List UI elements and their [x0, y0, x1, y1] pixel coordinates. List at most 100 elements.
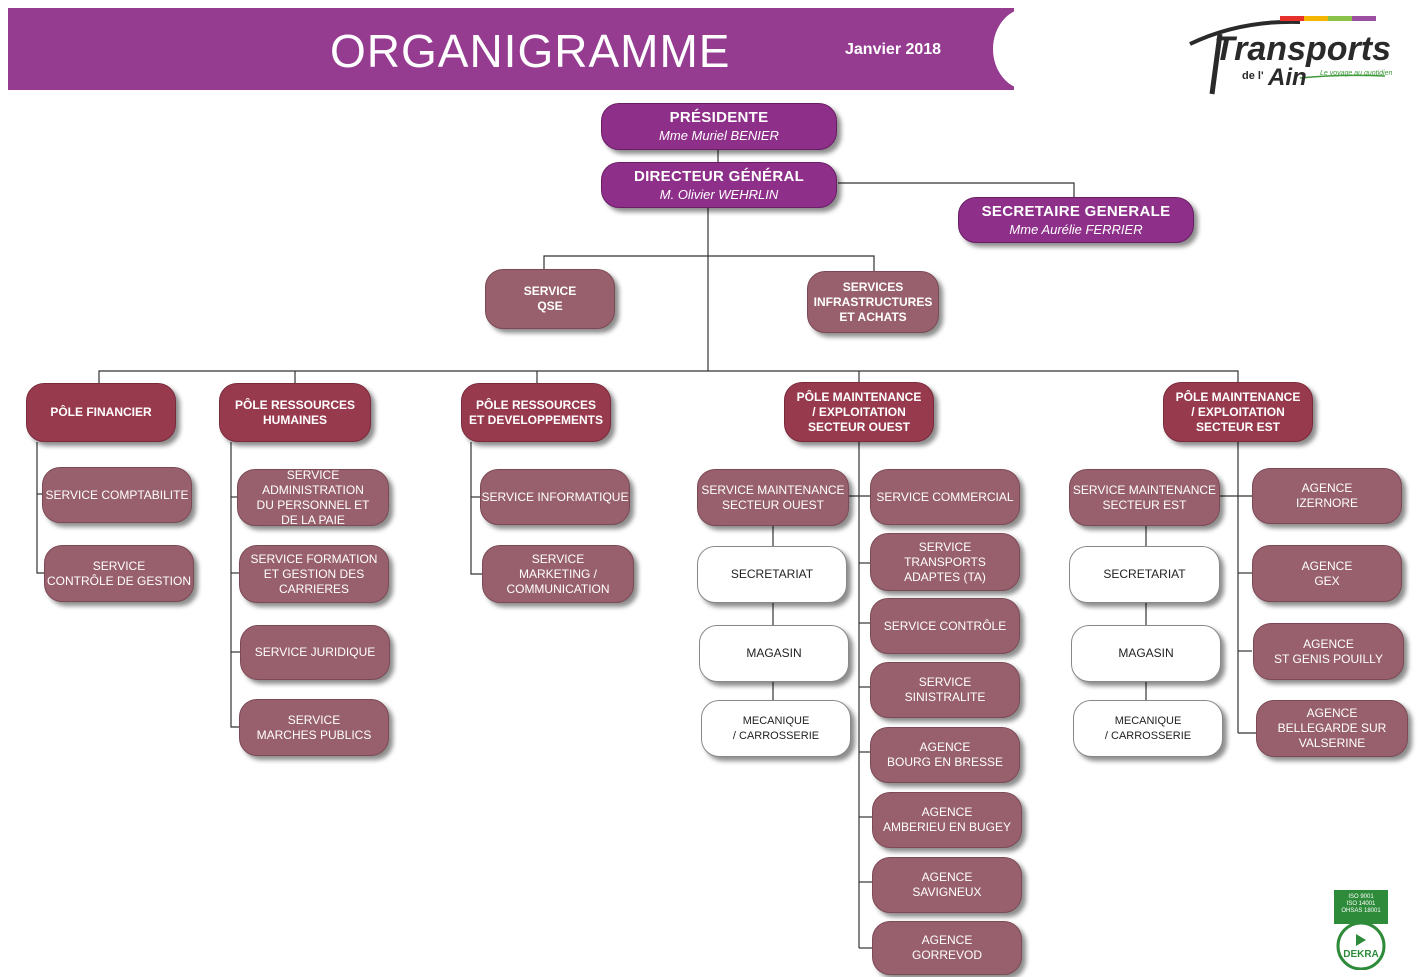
node-line: AGENCE	[1306, 706, 1358, 720]
node-line: MECANIQUE	[742, 714, 810, 727]
ouest-mecanique-box: MECANIQUE / CARROSSERIE	[701, 700, 851, 757]
cert-line-1: ISO 9001	[1348, 894, 1374, 900]
node-line: ADAPTES (TA)	[904, 569, 986, 584]
financier-item-box: SERVICE COMPTABILITE	[42, 467, 192, 523]
service-qse-box: SERVICE QSE	[485, 269, 615, 329]
est-agence-box: AGENCE GEX	[1252, 545, 1402, 602]
node-line: SECTEUR EST	[1195, 419, 1280, 434]
ouest-agence-box: AGENCE AMBERIEU EN BUGEY	[872, 792, 1022, 848]
node-line: SERVICE MAINTENANCE	[701, 482, 845, 497]
cert-line-2: ISO 14001	[1347, 901, 1376, 907]
president-title: PRÉSIDENTE	[669, 109, 769, 126]
est-agence-box: AGENCE BELLEGARDE SUR VALSERINE	[1256, 700, 1408, 757]
node-line: SERVICE ADMINISTRATION	[262, 467, 364, 497]
ouest-service-box: SERVICE COMMERCIAL	[870, 469, 1020, 525]
dev-item-box: SERVICE MARKETING / COMMUNICATION	[482, 545, 634, 603]
pole-rh-box: PÔLE RESSOURCES HUMAINES	[219, 383, 371, 442]
node-line: BOURG EN BRESSE	[886, 755, 1004, 769]
header-date: Janvier 2018	[845, 41, 942, 58]
node-line: SERVICE	[92, 558, 146, 573]
ouest-agence-box: AGENCE GORREVOD	[872, 921, 1022, 975]
node-line: TRANSPORTS	[904, 554, 986, 569]
node-line: SINISTRALITE	[904, 690, 986, 704]
node-line: PÔLE MAINTENANCE	[1175, 389, 1301, 404]
node-line: MARCHES PUBLICS	[256, 727, 372, 742]
node-line: SERVICE	[918, 675, 972, 689]
node-line: VALSERINE	[1298, 736, 1366, 750]
node-line: CARRIERES	[278, 581, 349, 596]
node-line: PÔLE RESSOURCES	[234, 397, 356, 412]
node-line: / CARROSSERIE	[1104, 729, 1192, 742]
node-line: AGENCE	[919, 740, 971, 754]
rh-item-box: SERVICE FORMATION ET GESTION DES CARRIER…	[239, 545, 389, 603]
secretary-box: SECRETAIRE GENERALE Mme Aurélie FERRIER	[958, 197, 1194, 243]
node-line: SERVICE CONTRÔLE	[883, 618, 1007, 633]
est-magasin-box: MAGASIN	[1071, 625, 1221, 682]
dekra-certification-icon: ISO 9001 ISO 14001 OHSAS 18001 DEKRA	[1334, 890, 1388, 970]
ouest-service-box: SERVICE TRANSPORTS ADAPTES (TA)	[870, 533, 1020, 591]
node-line: CONTRÔLE DE GESTION	[46, 573, 192, 588]
est-mecanique-box: MECANIQUE / CARROSSERIE	[1073, 700, 1223, 757]
node-line: QSE	[537, 299, 563, 313]
rh-item-box: SERVICE JURIDIQUE	[240, 625, 390, 680]
logo-tagline: Le voyage au quotidien	[1320, 70, 1393, 77]
node-line: SERVICE JURIDIQUE	[254, 645, 376, 659]
logo-main-text: Transports	[1214, 30, 1391, 68]
node-line: SERVICE MAINTENANCE	[1072, 482, 1217, 497]
node-line: / CARROSSERIE	[732, 729, 820, 742]
node-line: AGENCE	[921, 805, 973, 819]
node-line: GORREVOD	[911, 948, 982, 962]
president-name: Mme Muriel BENIER	[659, 128, 779, 143]
node-line: SECRETARIAT	[1103, 567, 1186, 581]
node-line: MECANIQUE	[1114, 714, 1182, 727]
node-line: PÔLE MAINTENANCE	[796, 389, 922, 404]
node-line: / EXPLOITATION	[812, 404, 906, 419]
pole-financier-box: PÔLE FINANCIER	[26, 383, 176, 442]
logo-de-text: de l'	[1242, 70, 1264, 82]
director-title: DIRECTEUR GÉNÉRAL	[633, 167, 805, 185]
secretary-title: SECRETAIRE GENERALE	[981, 202, 1171, 220]
node-line: PÔLE RESSOURCES	[475, 397, 597, 412]
node-line: HUMAINES	[262, 412, 327, 427]
node-line: INFRASTRUCTURES	[813, 294, 933, 309]
node-line: SECTEUR OUEST	[807, 419, 910, 434]
node-line: GEX	[1314, 573, 1340, 588]
node-line: BELLEGARDE SUR	[1277, 721, 1387, 735]
node-line: MAGASIN	[746, 646, 802, 660]
transports-ain-logo-icon	[1189, 16, 1386, 95]
node-line: AGENCE	[921, 870, 973, 884]
ouest-service-box: SERVICE CONTRÔLE	[870, 598, 1020, 654]
node-line: SERVICE	[531, 551, 585, 566]
node-line: AGENCE	[1301, 558, 1353, 573]
node-line: SECTEUR OUEST	[721, 497, 824, 512]
node-line: AGENCE	[1301, 481, 1353, 495]
rh-item-box: SERVICE ADMINISTRATION DU PERSONNEL ET D…	[237, 467, 389, 527]
header-banner	[8, 8, 1014, 90]
node-line: SERVICE	[287, 712, 341, 727]
node-line: / EXPLOITATION	[1191, 404, 1285, 419]
node-line: IZERNORE	[1295, 496, 1358, 510]
node-line: AGENCE	[1303, 636, 1354, 651]
pole-est-box: PÔLE MAINTENANCE / EXPLOITATION SECTEUR …	[1163, 382, 1313, 442]
pole-ouest-box: PÔLE MAINTENANCE / EXPLOITATION SECTEUR …	[784, 382, 934, 442]
node-line: ET GESTION DES	[263, 566, 365, 581]
node-line: DU PERSONNEL ET	[256, 497, 370, 512]
service-infra-box: SERVICES INFRASTRUCTURES ET ACHATS	[807, 271, 939, 333]
node-line: COMMUNICATION	[506, 581, 610, 596]
cert-line-3: OHSAS 18001	[1341, 908, 1381, 914]
president-box: PRÉSIDENTE Mme Muriel BENIER	[601, 103, 837, 150]
est-agence-box: AGENCE ST GENIS POUILLY	[1253, 623, 1404, 680]
est-maintenance-box: SERVICE MAINTENANCE SECTEUR EST	[1069, 469, 1220, 526]
cert-brand: DEKRA	[1343, 949, 1379, 960]
node-line: PÔLE FINANCIER	[50, 405, 152, 419]
logo-sub-text: Ain	[1268, 64, 1307, 91]
node-line: MAGASIN	[1118, 646, 1174, 660]
node-line: SECTEUR EST	[1102, 497, 1187, 512]
ouest-agence-box: AGENCE SAVIGNEUX	[872, 857, 1022, 913]
page-title: ORGANIGRAMME	[330, 25, 731, 77]
node-line: SECRETARIAT	[730, 567, 814, 581]
node-line: MARKETING /	[518, 566, 597, 581]
pole-dev-box: PÔLE RESSOURCES ET DEVELOPPEMENTS	[461, 383, 611, 442]
ouest-maintenance-box: SERVICE MAINTENANCE SECTEUR OUEST	[697, 469, 849, 526]
est-secretariat-box: SECRETARIAT	[1069, 546, 1220, 603]
